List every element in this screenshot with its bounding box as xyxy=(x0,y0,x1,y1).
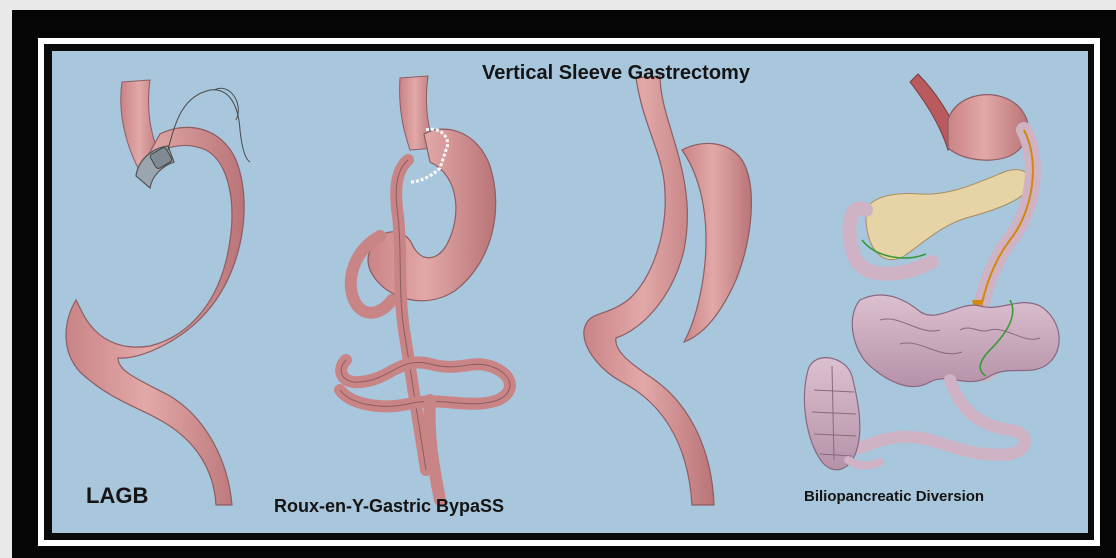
rygb-label: Roux-en-Y-Gastric BypaSS xyxy=(274,496,504,517)
bpd-illustration xyxy=(804,74,1059,470)
surgery-diagram xyxy=(52,51,1088,533)
lagb-illustration xyxy=(66,80,250,505)
rygb-illustration xyxy=(340,76,510,500)
vsg-illustration xyxy=(584,76,752,505)
lagb-label: LAGB xyxy=(86,483,148,509)
diagram-panel: Vertical Sleeve Gastrectomy LAGB Roux-en… xyxy=(52,51,1088,533)
bpd-label: Biliopancreatic Diversion xyxy=(804,488,984,505)
vsg-label: Vertical Sleeve Gastrectomy xyxy=(482,62,750,85)
